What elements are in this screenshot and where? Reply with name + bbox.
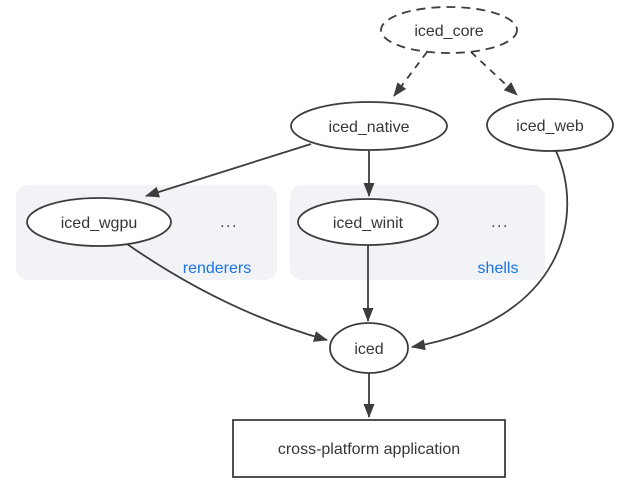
iced-native-label: iced_native <box>329 119 410 136</box>
iced-web-ellipse <box>486 98 614 152</box>
iced-core-ellipse <box>380 6 518 54</box>
iced-wgpu-label: iced_wgpu <box>61 215 138 232</box>
application-rect <box>232 419 506 478</box>
application-label: cross-platform application <box>278 441 460 458</box>
edge-iced-native-to-iced-wgpu <box>145 143 312 198</box>
renderers-group-label: renderers <box>183 260 251 277</box>
node-iced-wgpu: iced_wgpu <box>26 197 172 247</box>
iced-native-ellipse <box>290 101 448 151</box>
node-iced: iced <box>329 322 409 374</box>
node-cross-platform-application: cross-platform application <box>232 419 506 478</box>
edge-iced-wgpu-to-iced <box>126 243 328 342</box>
iced-core-label: iced_core <box>414 23 483 40</box>
node-iced-core: iced_core <box>380 6 518 54</box>
edge-iced-core-to-iced-web <box>470 51 518 96</box>
iced-winit-label: iced_winit <box>333 215 404 232</box>
node-iced-winit: iced_winit <box>297 198 439 246</box>
shells-ellipsis: ... <box>491 214 509 231</box>
edge-iced-core-to-iced-native <box>393 51 428 97</box>
iced-web-label: iced_web <box>516 118 584 135</box>
shells-group-label: shells <box>478 260 519 277</box>
node-iced-web: iced_web <box>486 98 614 152</box>
iced-winit-ellipse <box>297 198 439 246</box>
edge-iced-web-to-iced <box>411 150 569 351</box>
renderers-ellipsis: ... <box>220 214 238 231</box>
iced-ellipse <box>329 322 409 374</box>
node-iced-native: iced_native <box>290 101 448 151</box>
iced-label: iced <box>354 341 383 358</box>
iced-wgpu-ellipse <box>26 197 172 247</box>
